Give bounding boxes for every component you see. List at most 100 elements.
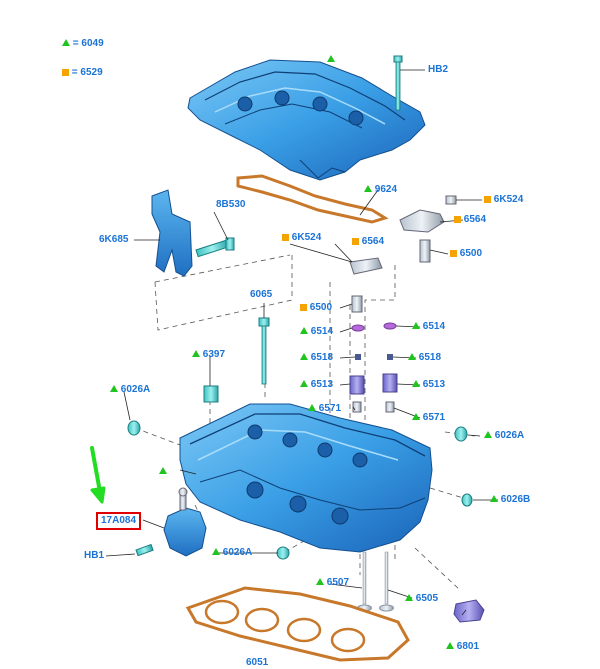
label-6026a-bottom: 6026A xyxy=(212,547,252,559)
label-6k524-left: 6K524 xyxy=(282,232,321,244)
label-6518-right: 6518 xyxy=(408,352,441,364)
triangle-marker-icon xyxy=(446,642,454,649)
triangle-marker-icon xyxy=(412,380,420,387)
label-6571-right-text: 6571 xyxy=(422,412,446,423)
label-6505: 6505 xyxy=(405,593,438,605)
camshaft-carrier-part xyxy=(187,59,426,181)
label-6397-text: 6397 xyxy=(202,349,226,360)
label-8b530: 8B530 xyxy=(216,199,246,210)
triangle-marker-icon xyxy=(490,495,498,502)
sleeve-6397-part xyxy=(203,385,219,403)
triangle-marker-icon xyxy=(308,404,316,411)
label-6k524-right-text: 6K524 xyxy=(493,194,524,205)
label-6026a-bottom-text: 6026A xyxy=(222,547,253,558)
plug-6026a-bottom-part xyxy=(276,546,290,560)
label-6500-right-text: 6500 xyxy=(459,248,483,259)
label-6513-right-text: 6513 xyxy=(422,379,446,390)
bolt-hb1-part xyxy=(135,543,154,557)
label-6514-right: 6514 xyxy=(412,321,445,333)
triangle-marker-icon xyxy=(327,55,335,62)
intake-valve-part xyxy=(379,551,394,612)
label-6026a-left: 6026A xyxy=(110,384,150,396)
head-bolt-part xyxy=(258,317,270,385)
label-6514-right-text: 6514 xyxy=(422,321,446,332)
square-marker-icon xyxy=(484,196,491,203)
label-6k524-right: 6K524 xyxy=(484,194,523,206)
label-6571-left: 6571 xyxy=(308,403,341,415)
legend-triangle-entry: = 6049 xyxy=(62,38,104,50)
part-6801 xyxy=(453,599,485,623)
label-hb1: HB1 xyxy=(84,550,105,561)
label-6500-left-text: 6500 xyxy=(309,302,333,313)
square-marker-icon xyxy=(454,216,461,223)
label-6507: 6507 xyxy=(316,577,349,589)
square-marker-icon xyxy=(62,69,69,76)
legend-triangle-label: = 6049 xyxy=(72,38,104,49)
pointer-arrow xyxy=(90,446,106,504)
label-6801: 6801 xyxy=(446,641,479,653)
label-6801-text: 6801 xyxy=(456,641,480,652)
label-6514-left: 6514 xyxy=(300,326,333,338)
square-marker-icon xyxy=(300,304,307,311)
leader-lines xyxy=(105,69,498,616)
label-6513-left-text: 6513 xyxy=(310,379,334,390)
vacuum-pump-part xyxy=(163,487,207,557)
label-6564-right-text: 6564 xyxy=(463,214,487,225)
triangle-marker-icon xyxy=(364,185,372,192)
label-6500-right: 6500 xyxy=(450,248,482,260)
label-6507-text: 6507 xyxy=(326,577,350,588)
label-6505-text: 6505 xyxy=(415,593,439,604)
bolt-hb2-part xyxy=(393,55,403,111)
triangle-marker-icon xyxy=(110,385,118,392)
label-6571-right: 6571 xyxy=(412,412,445,424)
label-6518-left: 6518 xyxy=(300,352,333,364)
left-valvetrain-stack xyxy=(349,257,383,413)
label-6500-left: 6500 xyxy=(300,302,332,314)
label-6564-left: 6564 xyxy=(352,236,384,248)
cylinder-head-part xyxy=(179,403,433,553)
label-6513-right: 6513 xyxy=(412,379,445,391)
label-6k524-left-text: 6K524 xyxy=(291,232,322,243)
triangle-marker-icon xyxy=(408,353,416,360)
triangle-marker-icon xyxy=(300,327,308,334)
label-6026a-left-text: 6026A xyxy=(120,384,151,395)
label-9624: 9624 xyxy=(364,184,397,196)
triangle-marker-icon xyxy=(300,380,308,387)
triangle-marker-icon xyxy=(484,431,492,438)
square-marker-icon xyxy=(282,234,289,241)
label-6513-left: 6513 xyxy=(300,379,333,391)
plug-6026a-right-part xyxy=(454,426,468,442)
solenoid-right-part xyxy=(399,195,457,263)
label-6051: 6051 xyxy=(246,657,269,668)
plug-6026a-left-part xyxy=(127,420,141,436)
label-6518-left-text: 6518 xyxy=(310,352,334,363)
triangle-marker-icon xyxy=(212,548,220,555)
label-9624-text: 9624 xyxy=(374,184,398,195)
triangle-marker-icon xyxy=(405,594,413,601)
label-17a084-highlight: 17A084 xyxy=(96,512,142,530)
right-valvetrain-stack xyxy=(382,322,398,413)
triangle-marker-icon xyxy=(300,353,308,360)
triangle-marker-icon xyxy=(412,322,420,329)
triangle-marker-icon xyxy=(192,350,200,357)
triangle-marker-icon xyxy=(412,413,420,420)
label-6564-right: 6564 xyxy=(454,214,486,226)
head-gasket-part xyxy=(185,586,410,662)
cover-gasket-part xyxy=(236,174,389,224)
label-6397: 6397 xyxy=(192,349,225,361)
plug-6026b-part xyxy=(461,493,473,507)
label-6518-right-text: 6518 xyxy=(418,352,442,363)
label-6065: 6065 xyxy=(250,289,273,300)
label-6k685: 6K685 xyxy=(99,234,129,245)
label-hb2: HB2 xyxy=(428,64,449,75)
exhaust-valve-part xyxy=(357,551,372,612)
triangle-marker-icon xyxy=(316,578,324,585)
label-6026a-right-text: 6026A xyxy=(494,430,525,441)
legend-square-label: = 6529 xyxy=(71,67,103,78)
label-6564-left-text: 6564 xyxy=(361,236,385,247)
label-6026b-text: 6026B xyxy=(500,494,531,505)
legend-square-entry: = 6529 xyxy=(62,67,103,79)
engine-bracket-part xyxy=(151,189,235,277)
square-marker-icon xyxy=(352,238,359,245)
